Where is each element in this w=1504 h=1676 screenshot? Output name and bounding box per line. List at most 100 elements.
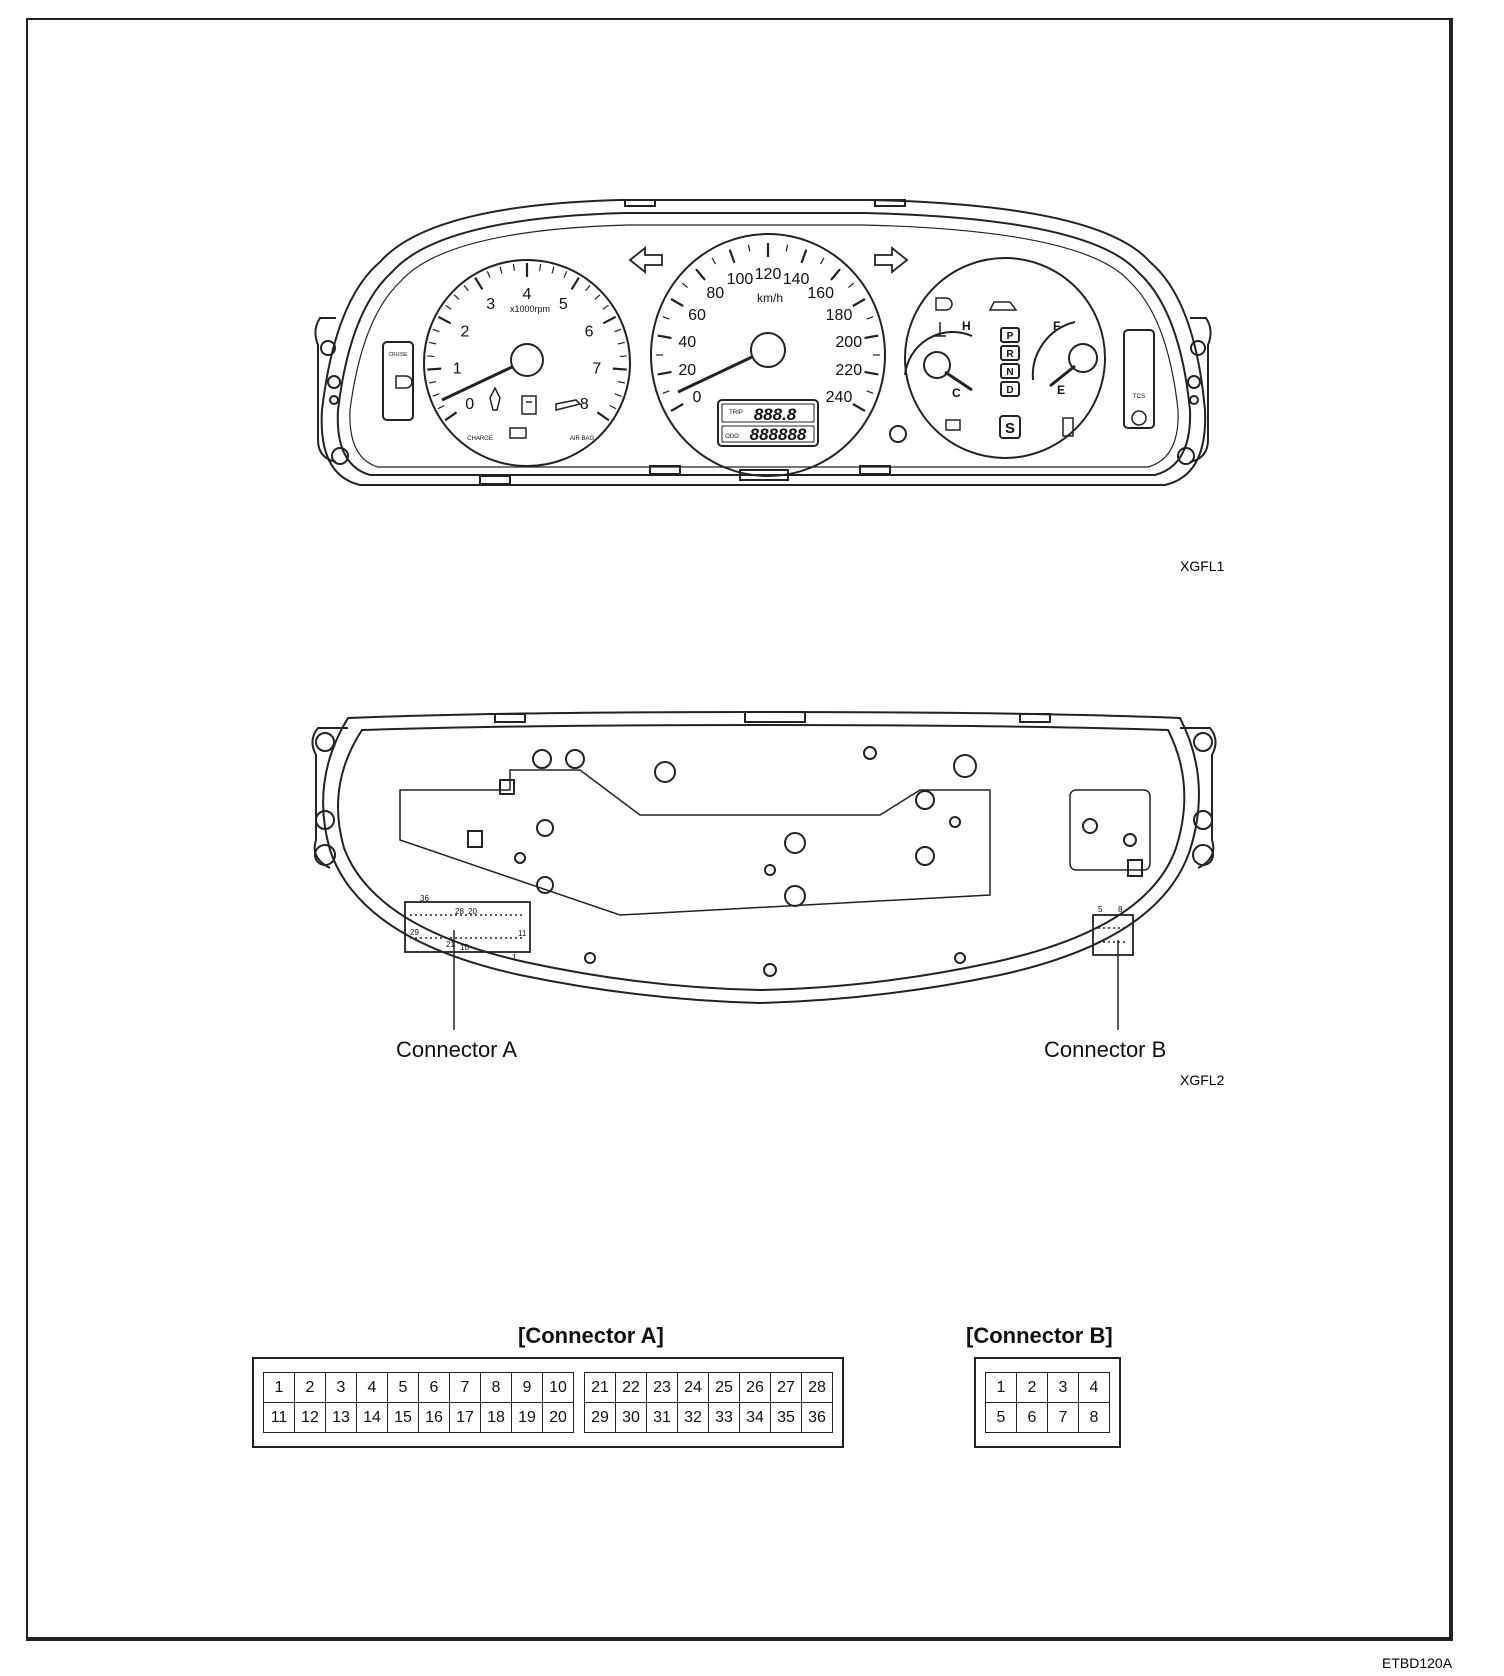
speedometer-tick <box>866 390 874 394</box>
battery-icon <box>509 427 527 439</box>
speedometer-tick <box>800 249 808 264</box>
front-mount-left <box>314 317 337 463</box>
connector-a-pin-13: 13 <box>325 1402 357 1433</box>
front-mount-right <box>1189 317 1212 463</box>
tachometer-tick <box>596 411 610 422</box>
connector-a-pin-20: 20 <box>542 1402 574 1433</box>
connector-b-pin-4: 4 <box>1078 1372 1110 1403</box>
sport-indicator: S <box>1005 420 1015 437</box>
tachometer-tick <box>427 367 442 371</box>
speedometer-tick <box>681 282 688 288</box>
tachometer-tick <box>570 276 580 291</box>
pin-mark-28: 28 <box>455 907 464 916</box>
tachometer-hub <box>510 343 544 377</box>
gear-d: D <box>1006 385 1013 396</box>
speedometer-tick <box>785 244 789 252</box>
connector-a-pin-23: 23 <box>646 1372 678 1403</box>
pin-mark-10: 10 <box>460 943 469 952</box>
speedometer-tick-label: 240 <box>826 389 853 406</box>
pin-mark-1: 1 <box>512 953 517 962</box>
tachometer-tick <box>432 328 440 333</box>
connector-a-pin-25: 25 <box>708 1372 740 1403</box>
charge-warning-label: CHARGE <box>467 436 493 442</box>
speedometer-tick-label: 100 <box>727 271 754 288</box>
speedometer-tick <box>662 390 670 394</box>
temp-gauge-hub <box>923 351 951 379</box>
speedometer-tick <box>848 282 855 288</box>
pin-mark-b8: 8 <box>1118 905 1123 914</box>
connector-b-socket <box>1092 914 1134 956</box>
trip-display: 888.8 <box>754 405 797 424</box>
cluster-rear-view <box>311 710 1217 1030</box>
tachometer-dial <box>423 259 631 467</box>
rear-view-pin-marks: 36 28 20 29 21 11 10 1 5 8 <box>410 894 1123 962</box>
temp-gauge-needle <box>944 370 973 392</box>
cluster-front-view <box>314 199 1212 486</box>
gear-p: P <box>1007 331 1014 342</box>
tachometer-tick <box>617 341 625 345</box>
tachometer-tick-label: 4 <box>523 286 532 303</box>
tachometer-unit: x1000rpm <box>510 304 550 314</box>
connector-b-title: [Connector B] <box>966 1323 1113 1348</box>
tachometer-tick <box>609 404 617 410</box>
speedometer-tick-label: 140 <box>783 271 810 288</box>
connector-a-pin-6: 6 <box>418 1372 450 1403</box>
circuit-board <box>399 769 991 916</box>
speedometer-needle <box>677 355 753 394</box>
tachometer-tick-label: 1 <box>453 361 462 378</box>
temp-gauge-arc <box>904 331 973 376</box>
connector-a-pin-21: 21 <box>584 1372 616 1403</box>
headlight-icon <box>395 375 413 389</box>
pin-mark-11: 11 <box>518 929 527 938</box>
connector-a-pin-36: 36 <box>801 1402 833 1433</box>
speedometer-tick-label: 120 <box>755 266 782 283</box>
tachometer-needle <box>441 365 513 402</box>
tachometer-tick <box>499 266 503 274</box>
speedometer-hub <box>750 332 786 368</box>
tachometer-tick <box>614 393 622 397</box>
connector-a-pin-27: 27 <box>770 1372 802 1403</box>
connector-a-pin-19: 19 <box>511 1402 543 1433</box>
rear-view-code: XGFL2 <box>1180 1072 1225 1088</box>
tachometer-tick <box>614 328 622 333</box>
tachometer-tick <box>445 304 452 310</box>
connector-a-pin-17: 17 <box>449 1402 481 1433</box>
connector-a-pin-4: 4 <box>356 1372 388 1403</box>
fuel-empty-label: E <box>1057 383 1065 397</box>
right-turn-arrow-icon <box>874 246 909 274</box>
speedometer-tick-label: 180 <box>826 307 853 324</box>
connector-a-pin-3: 3 <box>325 1372 357 1403</box>
connector-a-pin-18: 18 <box>480 1402 512 1433</box>
speedometer-tick <box>852 298 866 307</box>
connector-a-pin-32: 32 <box>677 1402 709 1433</box>
seatbelt-icon <box>489 386 501 411</box>
tachometer-tick <box>551 266 555 274</box>
tachometer-tick-label: 0 <box>465 396 474 413</box>
pin-mark-36: 36 <box>420 894 429 903</box>
tachometer-tick <box>617 381 626 384</box>
door-icon <box>521 395 537 415</box>
front-view-code: XGFL1 <box>1180 558 1225 574</box>
tachometer-tick <box>539 263 542 271</box>
odometer-window <box>717 399 819 447</box>
temp-fuel-dial <box>904 257 1106 459</box>
speedometer-ticks <box>656 243 880 412</box>
speedometer-tick <box>670 298 684 307</box>
gear-r: R <box>1006 349 1014 360</box>
temp-low-label: C <box>952 386 961 400</box>
speedometer-tick-label: 20 <box>678 362 696 379</box>
trip-prefix: TRIP <box>729 410 743 416</box>
connector-a-pin-2: 2 <box>294 1372 326 1403</box>
speedometer-tick-label: 80 <box>706 285 724 302</box>
connector-a-pin-8: 8 <box>480 1372 512 1403</box>
tachometer-tick <box>432 393 440 397</box>
reset-knob <box>889 425 907 443</box>
cruise-panel-label: CRUISE <box>389 352 409 358</box>
tachometer-tick-label: 3 <box>486 296 495 313</box>
